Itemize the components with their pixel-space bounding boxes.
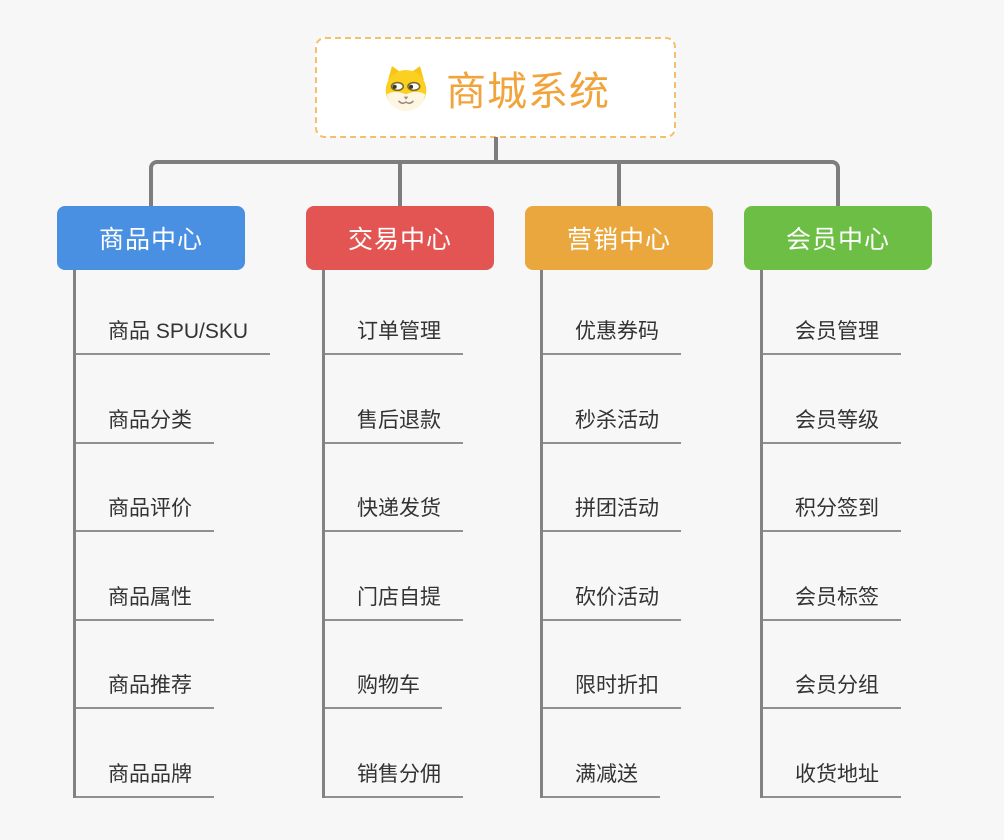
subtopic-item[interactable]: 会员等级 [763, 355, 901, 444]
branch-trade-center[interactable]: 交易中心 [306, 206, 494, 270]
subtopic-item[interactable]: 商品属性 [76, 532, 270, 621]
root-topic[interactable]: 商城系统 [315, 37, 676, 138]
connector-drop-branch-2 [398, 160, 402, 206]
subtopic-item[interactable]: 会员分组 [763, 621, 901, 709]
subtopic-item[interactable]: 购物车 [325, 621, 463, 709]
subtopic-column-trade: 订单管理 售后退款 快递发货 门店自提 购物车 销售分佣 [322, 270, 463, 798]
subtopic-item[interactable]: 订单管理 [325, 270, 463, 355]
subtopic-column-marketing: 优惠券码 秒杀活动 拼团活动 砍价活动 限时折扣 满减送 [540, 270, 681, 798]
subtopic-item[interactable]: 会员标签 [763, 532, 901, 621]
subtopic-item[interactable]: 商品品牌 [76, 709, 270, 798]
subtopic-item[interactable]: 积分签到 [763, 444, 901, 532]
branch-product-center[interactable]: 商品中心 [57, 206, 245, 270]
subtopic-item[interactable]: 商品分类 [76, 355, 270, 444]
subtopic-column-product: 商品 SPU/SKU 商品分类 商品评价 商品属性 商品推荐 商品品牌 [73, 270, 271, 798]
root-topic-title: 商城系统 [446, 69, 610, 114]
subtopic-item[interactable]: 拼团活动 [543, 444, 681, 532]
branch-member-center[interactable]: 会员中心 [744, 206, 932, 270]
subtopic-item[interactable]: 售后退款 [325, 355, 463, 444]
subtopic-item[interactable]: 门店自提 [325, 532, 463, 621]
doge-face-icon [385, 65, 427, 111]
subtopic-item[interactable]: 收货地址 [763, 709, 901, 798]
subtopic-item[interactable]: 商品 SPU/SKU [76, 270, 271, 355]
subtopic-item[interactable]: 满减送 [543, 709, 681, 798]
subtopic-item[interactable]: 秒杀活动 [543, 355, 681, 444]
subtopic-column-member: 会员管理 会员等级 积分签到 会员标签 会员分组 收货地址 [760, 270, 901, 798]
subtopic-item[interactable]: 会员管理 [763, 270, 901, 355]
subtopic-item[interactable]: 商品评价 [76, 444, 270, 532]
connector-drop-branch-3 [617, 160, 621, 206]
connector-rail [149, 160, 840, 206]
subtopic-item[interactable]: 快递发货 [325, 444, 463, 532]
subtopic-item[interactable]: 优惠券码 [543, 270, 681, 355]
subtopic-item[interactable]: 限时折扣 [543, 621, 681, 709]
connector-root-stem [494, 137, 498, 162]
subtopic-item[interactable]: 商品推荐 [76, 621, 270, 709]
subtopic-item[interactable]: 销售分佣 [325, 709, 463, 798]
branch-marketing-center[interactable]: 营销中心 [525, 206, 713, 270]
subtopic-item[interactable]: 砍价活动 [543, 532, 681, 621]
